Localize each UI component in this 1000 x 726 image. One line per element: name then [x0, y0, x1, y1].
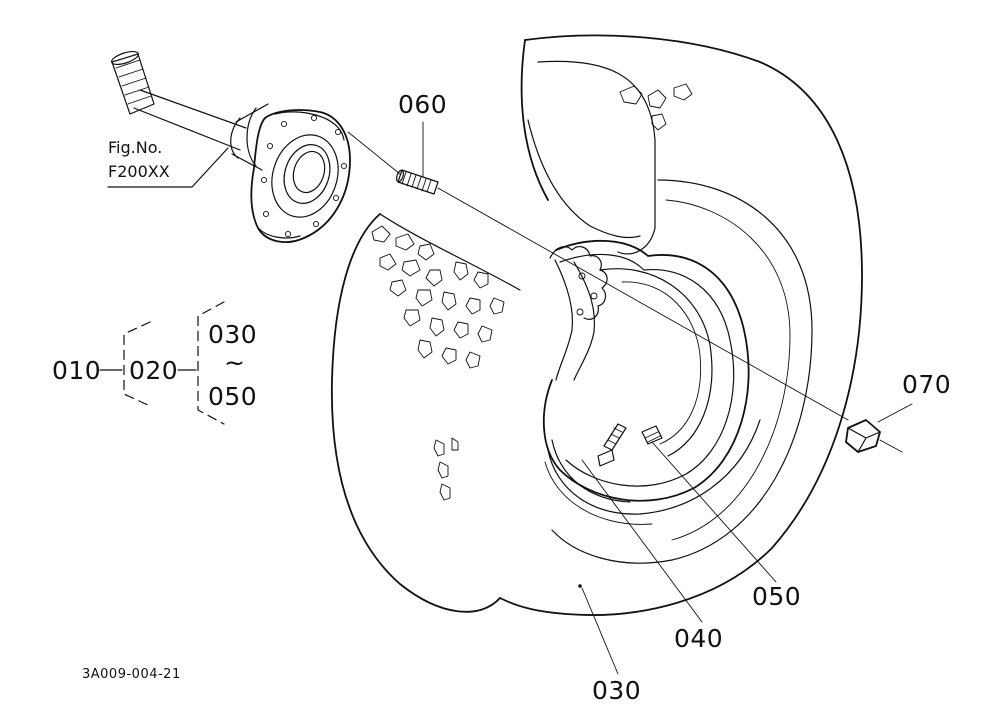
leader-050	[651, 441, 777, 583]
fig-number: F200XX	[108, 162, 170, 181]
stud-bolt	[395, 169, 439, 195]
bracket-label-050: 050	[208, 382, 258, 411]
axle-shaft	[110, 50, 269, 171]
wheel-nut	[845, 419, 903, 453]
leader-070	[877, 403, 913, 423]
fig-leader-line	[107, 147, 229, 188]
drawing-code: 3A009-004-21	[82, 667, 181, 682]
part-label-030: 030	[592, 676, 642, 705]
range-tilde: ~	[224, 348, 246, 377]
rim	[542, 239, 761, 525]
tube-patch	[641, 425, 663, 445]
part-label-070: 070	[902, 370, 952, 399]
part-label-050: 050	[752, 582, 802, 611]
part-label-010: 010	[52, 356, 102, 385]
axis-center-line	[347, 131, 849, 421]
part-label-040: 040	[674, 624, 724, 653]
assembly-brackets	[99, 301, 225, 425]
fig-label: Fig.No.	[108, 138, 163, 157]
tire	[330, 34, 863, 616]
valve-stem	[597, 423, 627, 467]
leader-030-dot	[578, 584, 582, 588]
leader-030	[581, 587, 619, 675]
part-label-060: 060	[398, 90, 448, 119]
leader-040	[581, 459, 703, 623]
hub-flange	[250, 109, 351, 243]
bracket-label-030: 030	[208, 320, 258, 349]
part-label-020: 020	[129, 356, 179, 385]
